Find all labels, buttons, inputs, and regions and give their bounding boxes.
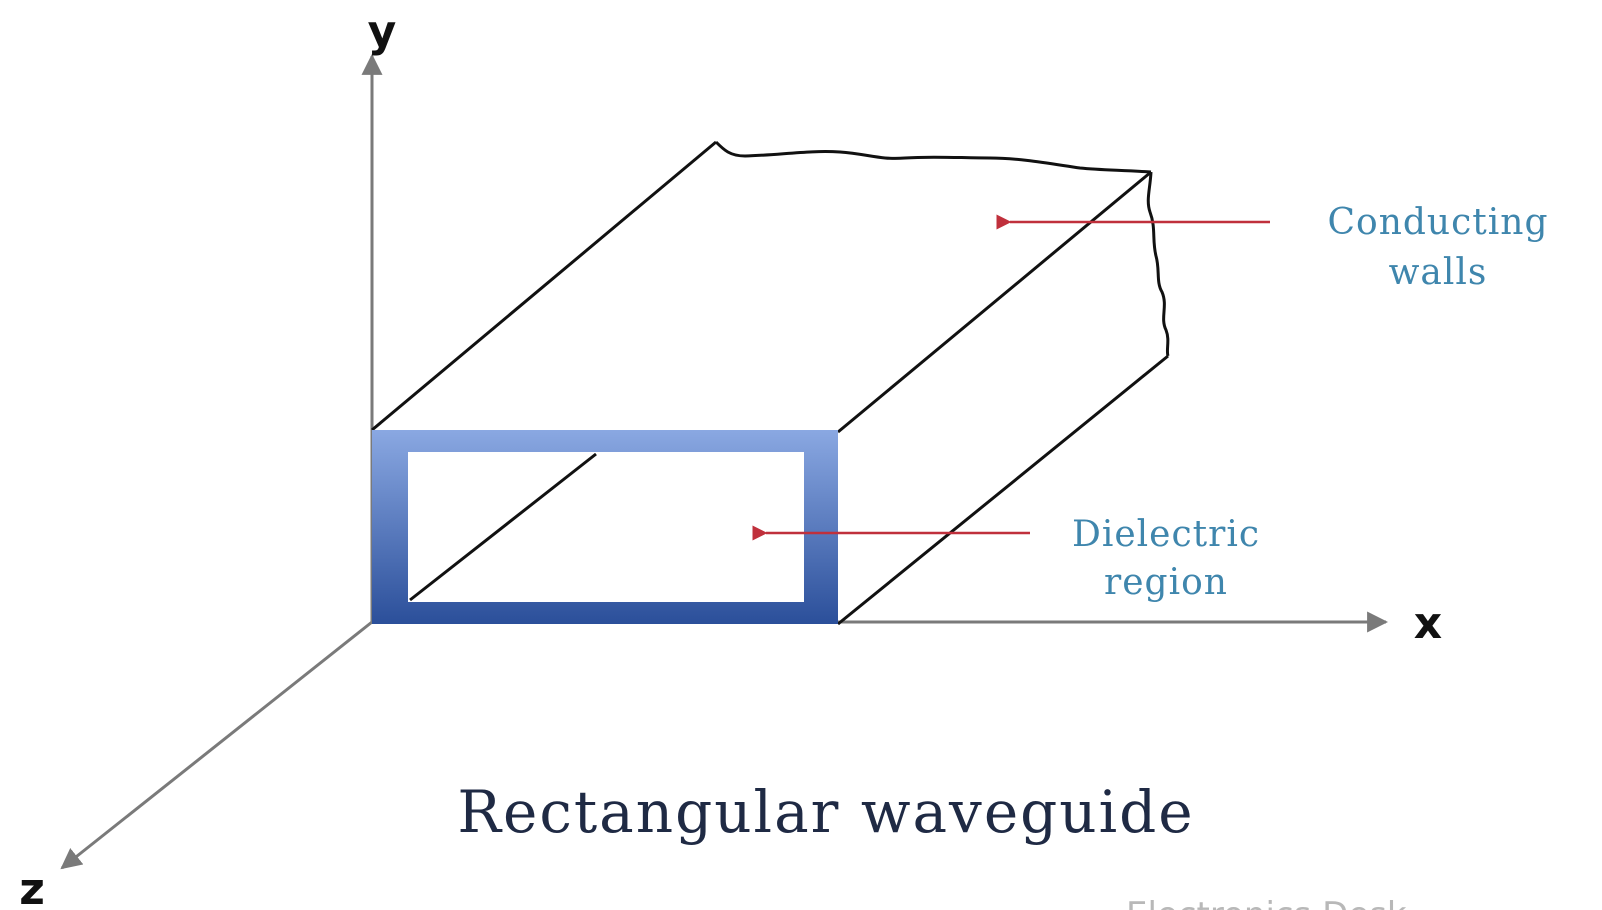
conducting-walls-line1: Conducting [1327, 202, 1548, 243]
dielectric-region-line1: Dielectric [1072, 514, 1260, 555]
bottom-right-edge [837, 354, 1169, 626]
z-axis-label: z [19, 864, 45, 910]
z-axis [60, 620, 373, 870]
waveguide-outline [371, 140, 1170, 626]
watermark: Electronics Desk [1126, 895, 1407, 910]
inner-corner-edge [409, 452, 597, 602]
torn-side-edge [1146, 171, 1170, 357]
torn-top-edge [714, 140, 1152, 174]
dielectric-region-line2: region [1104, 562, 1228, 603]
top-front-edge [837, 170, 1152, 434]
x-axis-label: x [1414, 598, 1442, 649]
y-axis-label: y [368, 6, 397, 57]
diagram-title: Rectangular waveguide [457, 778, 1194, 846]
waveguide-cross-section [372, 430, 838, 624]
conducting-walls-line2: walls [1389, 252, 1488, 293]
top-left-edge [371, 140, 717, 432]
dielectric-region-label: Dielectric region [1072, 514, 1260, 603]
conducting-walls-label: Conducting walls [1327, 202, 1548, 293]
